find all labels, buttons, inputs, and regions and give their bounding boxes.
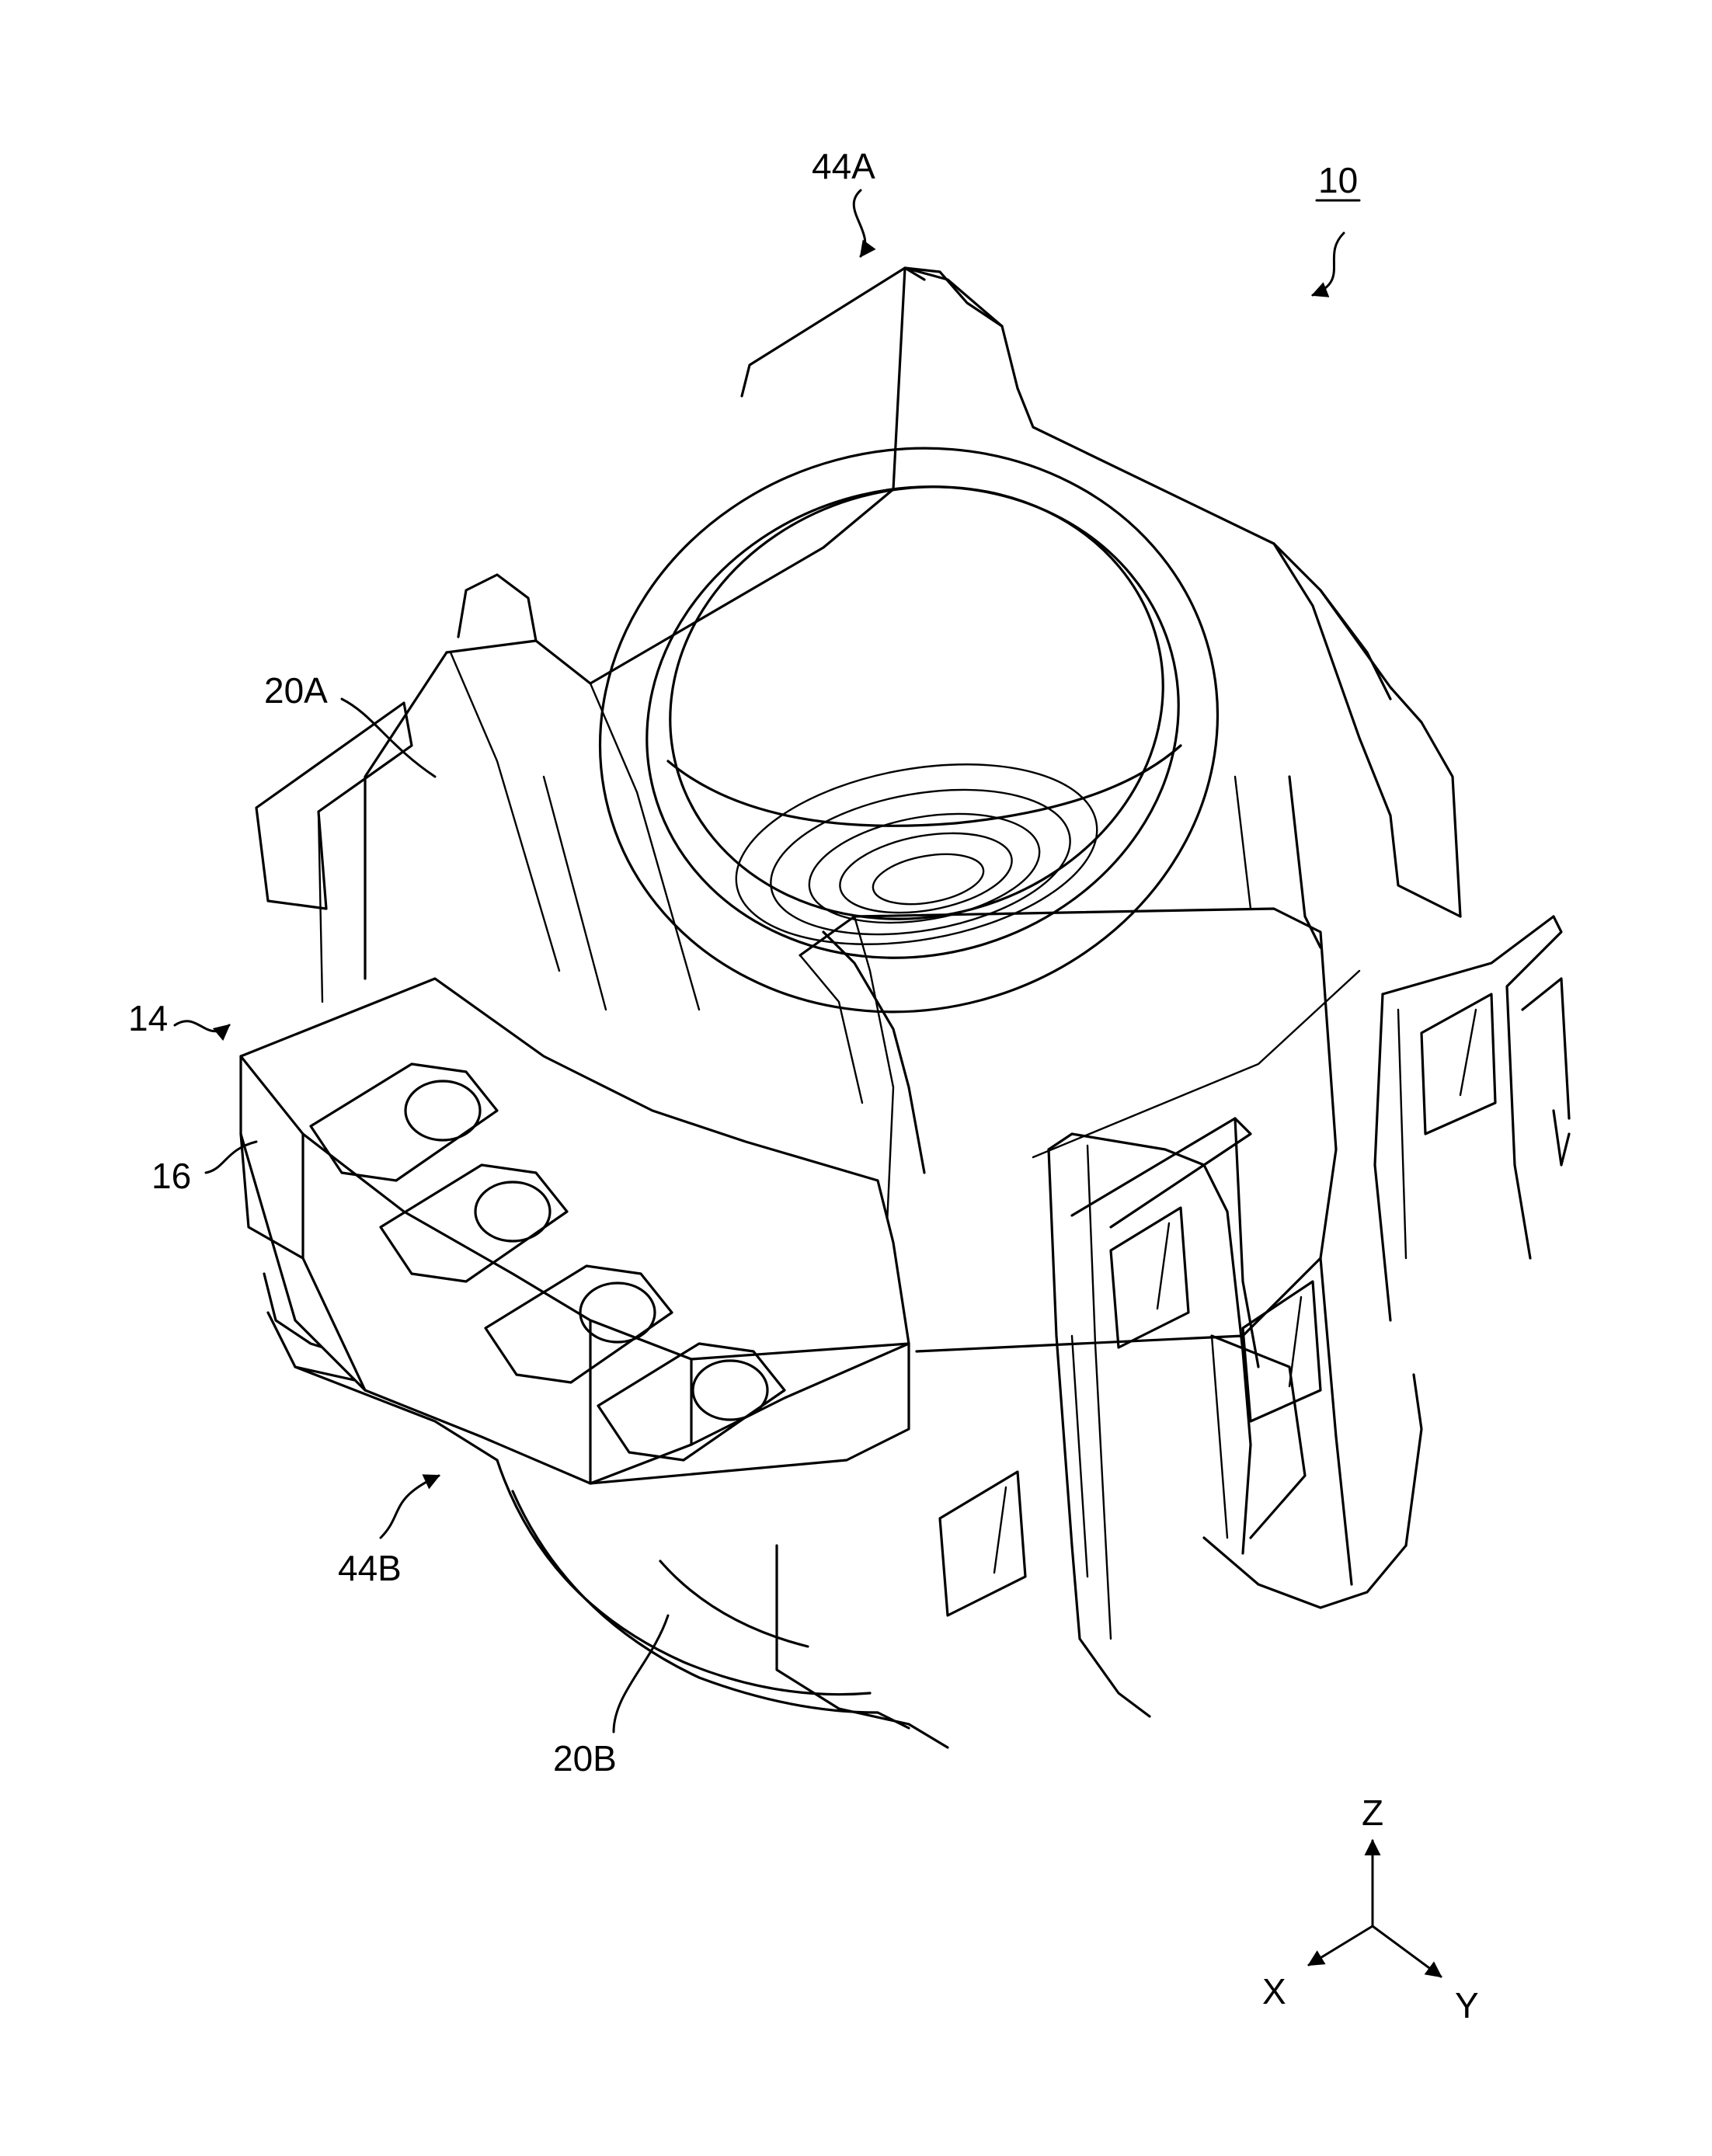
ref-label-44b: 44B (338, 1548, 402, 1588)
spring-clips (1049, 916, 1569, 1716)
z-axis-label: Z (1362, 1793, 1383, 1833)
y-axis-label: Y (1455, 1985, 1479, 2026)
ref-label-16: 16 (151, 1156, 191, 1196)
clip-windows (940, 994, 1495, 1615)
ref-label-10: 10 (1318, 160, 1358, 200)
coordinate-axes: Z X Y (1262, 1793, 1479, 2026)
x-axis-label: X (1262, 1971, 1286, 2012)
ref-label-20b: 20B (553, 1738, 617, 1779)
ref-label-44a: 44A (812, 146, 875, 186)
ref-label-14: 14 (128, 998, 168, 1038)
y-axis-arrow (1373, 1926, 1441, 1977)
leader-lines (175, 190, 1344, 1732)
x-axis-arrow (1309, 1926, 1373, 1965)
ref-label-20a: 20A (264, 670, 328, 711)
terminal-block (241, 979, 909, 1483)
